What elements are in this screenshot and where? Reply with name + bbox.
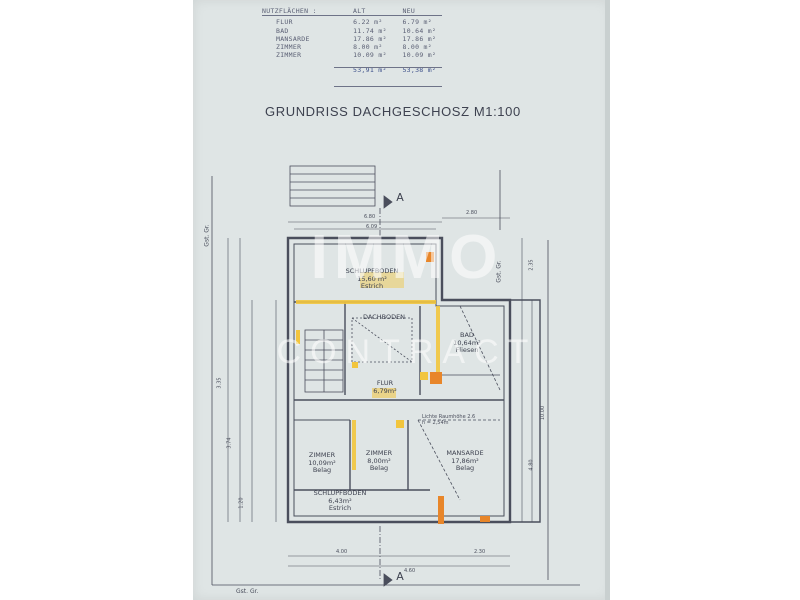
dim-bottom-right: 2.30 — [474, 549, 486, 555]
room-floor: Belag — [312, 466, 332, 474]
area-neu: 10.64 m² — [402, 26, 437, 35]
dimension-lines — [227, 217, 533, 567]
area-neu: 10.09 m² — [402, 51, 437, 60]
room-area: 6,79m² — [373, 386, 397, 395]
area-alt: 6.22 m² — [353, 18, 383, 27]
room-area: 10,09m² — [308, 458, 336, 467]
room-name: SCHLUPFBODEN — [345, 267, 399, 275]
area-total-row: 53,91 m² 53,38 m² — [262, 66, 442, 74]
sheet-rim — [605, 0, 610, 600]
section-arrow-bottom — [383, 573, 393, 587]
room-floor: Belag — [455, 464, 475, 472]
interior-stairs — [304, 329, 344, 393]
area-alt: 17.86 m² — [353, 34, 387, 43]
room-mansarde: MANSARDE 17,86m² Belag — [430, 449, 500, 473]
table-row: ZIMMER 8.00 m² 8.00 m² — [262, 43, 442, 51]
room-zimmer-1: ZIMMER 10,09m² Belag — [296, 451, 348, 475]
dim-top-inner: 6.09 — [366, 224, 378, 230]
area-table: NUTZFLÄCHEN : ALT NEU FLUR 6.22 m² 6.79 … — [262, 7, 442, 87]
area-neu: 8.00 m² — [402, 43, 432, 52]
room-zimmer-2: ZIMMER 8,00m² Belag — [352, 449, 406, 473]
table-row: MANSARDE 17.86 m² 17.86 m² — [262, 35, 442, 43]
section-marker-bottom: A — [396, 570, 404, 583]
room-name: BAD — [460, 331, 474, 339]
dim-left-1: 3.35 — [216, 377, 223, 389]
area-name: ZIMMER — [276, 51, 302, 60]
dim-top-right: 2.80 — [466, 210, 478, 216]
area-name: ZIMMER — [276, 43, 302, 52]
area-alt: 8.00 m² — [353, 43, 383, 52]
ceiling-height-value: h = 2,54m — [422, 420, 449, 426]
markup-highlights — [296, 252, 490, 524]
drawing-title: GRUNDRISS DACHGESCHOSZ M1:100 — [265, 104, 521, 119]
room-floor: Estrich — [360, 282, 384, 290]
inner-wall-line — [293, 243, 505, 517]
total-underline — [334, 86, 442, 87]
room-flur: FLUR 6,79m² — [360, 379, 410, 395]
dim-bottom-total: 4.60 — [404, 568, 416, 574]
area-name: MANSARDE — [276, 34, 310, 43]
room-dachboden: DACHBODEN — [356, 313, 412, 322]
dim-right-1: 2.35 — [528, 259, 535, 271]
area-total-neu: 53,38 m² — [402, 65, 437, 74]
section-marker-top: A — [396, 191, 404, 204]
area-table-header-name: NUTZFLÄCHEN : — [262, 7, 317, 15]
area-table-header-alt: ALT — [352, 7, 366, 15]
room-area: 10,64m² — [453, 338, 481, 347]
exterior-stairs — [289, 165, 376, 207]
dim-right-2: 10.00 — [540, 405, 547, 421]
dim-left-3: 1.20 — [238, 497, 245, 509]
page-margin-right — [610, 0, 800, 600]
room-name: ZIMMER — [308, 451, 336, 459]
room-name: FLUR — [376, 379, 394, 387]
ground-label-bottom: Gst. Gr. — [236, 588, 259, 595]
bad-slope — [459, 305, 501, 391]
room-area: 8,00m² — [367, 456, 391, 465]
room-floor: Estrich — [328, 504, 352, 512]
room-floor: Belag — [369, 464, 389, 472]
room-bad: BAD 10,64m² Fliesen — [442, 331, 492, 355]
room-name: SCHLUPFBODEN — [313, 489, 367, 497]
room-schlupfboden-top: SCHLUPFBODEN 15,60 m² Estrich — [332, 267, 412, 291]
ceiling-height-note: Lichte Raumhöhe 2.6 h = 2,54m — [422, 414, 502, 426]
room-area: 17,86m² — [451, 456, 479, 465]
room-name: DACHBODEN — [362, 313, 406, 321]
area-neu: 6.79 m² — [402, 18, 432, 27]
area-table-header-neu: NEU — [402, 7, 416, 15]
dim-right-3: 4.80 — [528, 459, 535, 471]
total-line — [334, 67, 442, 68]
table-row: FLUR 6.22 m² 6.79 m² — [262, 18, 442, 26]
area-name: FLUR — [276, 18, 293, 27]
dim-left-2: 3.74 — [226, 437, 233, 449]
floor-plan — [211, 165, 580, 587]
room-name: ZIMMER — [365, 449, 393, 457]
room-area: 6,43m² — [328, 496, 352, 505]
area-alt: 10.09 m² — [353, 51, 387, 60]
table-row: BAD 11.74 m² 10.64 m² — [262, 27, 442, 35]
dim-bottom-left: 4.00 — [336, 549, 348, 555]
area-neu: 17.86 m² — [402, 34, 437, 43]
room-name: MANSARDE — [446, 449, 484, 457]
room-floor: Fliesen — [455, 346, 479, 354]
annex-wall — [510, 299, 541, 523]
room-area: 15,60 m² — [357, 274, 387, 283]
dachboden-hatch — [351, 317, 413, 363]
page-margin-left — [0, 0, 193, 600]
area-table-header: NUTZFLÄCHEN : ALT NEU — [262, 7, 442, 17]
dim-top-total: 6.80 — [364, 214, 376, 220]
area-total-alt: 53,91 m² — [352, 65, 387, 74]
area-name: BAD — [276, 26, 289, 35]
ground-label-right: Gst. Gr. — [495, 260, 503, 283]
ceiling-height-label: Lichte Raumhöhe 2.6 — [422, 414, 476, 420]
section-arrow-top — [383, 195, 393, 209]
table-row: ZIMMER 10.09 m² 10.09 m² — [262, 51, 442, 59]
room-schlupfboden-bottom: SCHLUPFBODEN 6,43m² Estrich — [300, 489, 380, 513]
area-alt: 11.74 m² — [353, 26, 387, 35]
ground-label-left: Gst. Gr. — [203, 224, 211, 247]
